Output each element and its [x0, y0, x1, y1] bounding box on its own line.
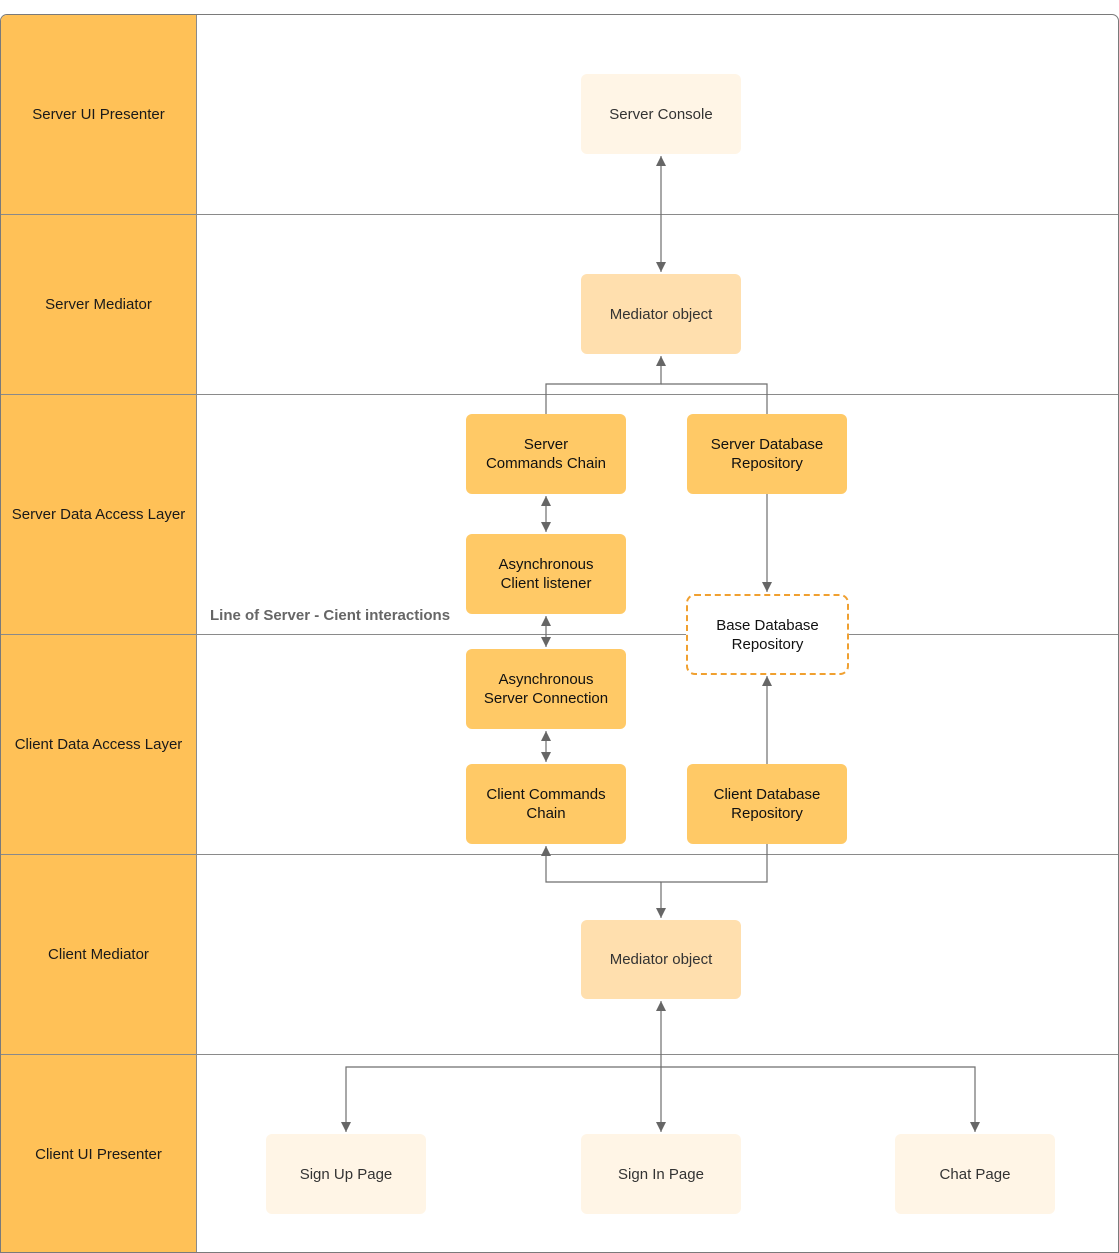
server-console-node: Server Console — [581, 74, 741, 154]
server-mediator-node: Mediator object — [581, 274, 741, 354]
server-database-repository-node: Server Database Repository — [687, 414, 847, 494]
client-database-repository-node: Client Database Repository — [687, 764, 847, 844]
lane-label: Server Mediator — [1, 215, 197, 394]
sign-up-page-node: Sign Up Page — [266, 1134, 426, 1214]
async-client-listener-node: Asynchronous Client listener — [466, 534, 626, 614]
lane-server-data-access-layer: Server Data Access Layer — [1, 395, 1118, 635]
lane-server-ui-presenter: Server UI Presenter — [1, 15, 1118, 215]
client-commands-chain-node: Client Commands Chain — [466, 764, 626, 844]
async-server-connection-node: Asynchronous Server Connection — [466, 649, 626, 729]
chat-page-node: Chat Page — [895, 1134, 1055, 1214]
server-commands-chain-node: Server Commands Chain — [466, 414, 626, 494]
swimlane-frame: Server UI Presenter Server Mediator Serv… — [0, 14, 1119, 1253]
lane-client-mediator: Client Mediator — [1, 855, 1118, 1055]
sign-in-page-node: Sign In Page — [581, 1134, 741, 1214]
lane-label: Server UI Presenter — [1, 15, 197, 214]
lane-label: Client UI Presenter — [1, 1055, 197, 1252]
server-client-boundary-label: Line of Server - Cient interactions — [210, 607, 451, 624]
lane-server-mediator: Server Mediator — [1, 215, 1118, 395]
lane-label: Client Mediator — [1, 855, 197, 1054]
lane-client-ui-presenter: Client UI Presenter — [1, 1055, 1118, 1252]
lane-label: Client Data Access Layer — [1, 635, 197, 854]
client-mediator-node: Mediator object — [581, 920, 741, 999]
base-database-repository-node: Base Database Repository — [686, 594, 849, 675]
lane-label: Server Data Access Layer — [1, 395, 197, 634]
